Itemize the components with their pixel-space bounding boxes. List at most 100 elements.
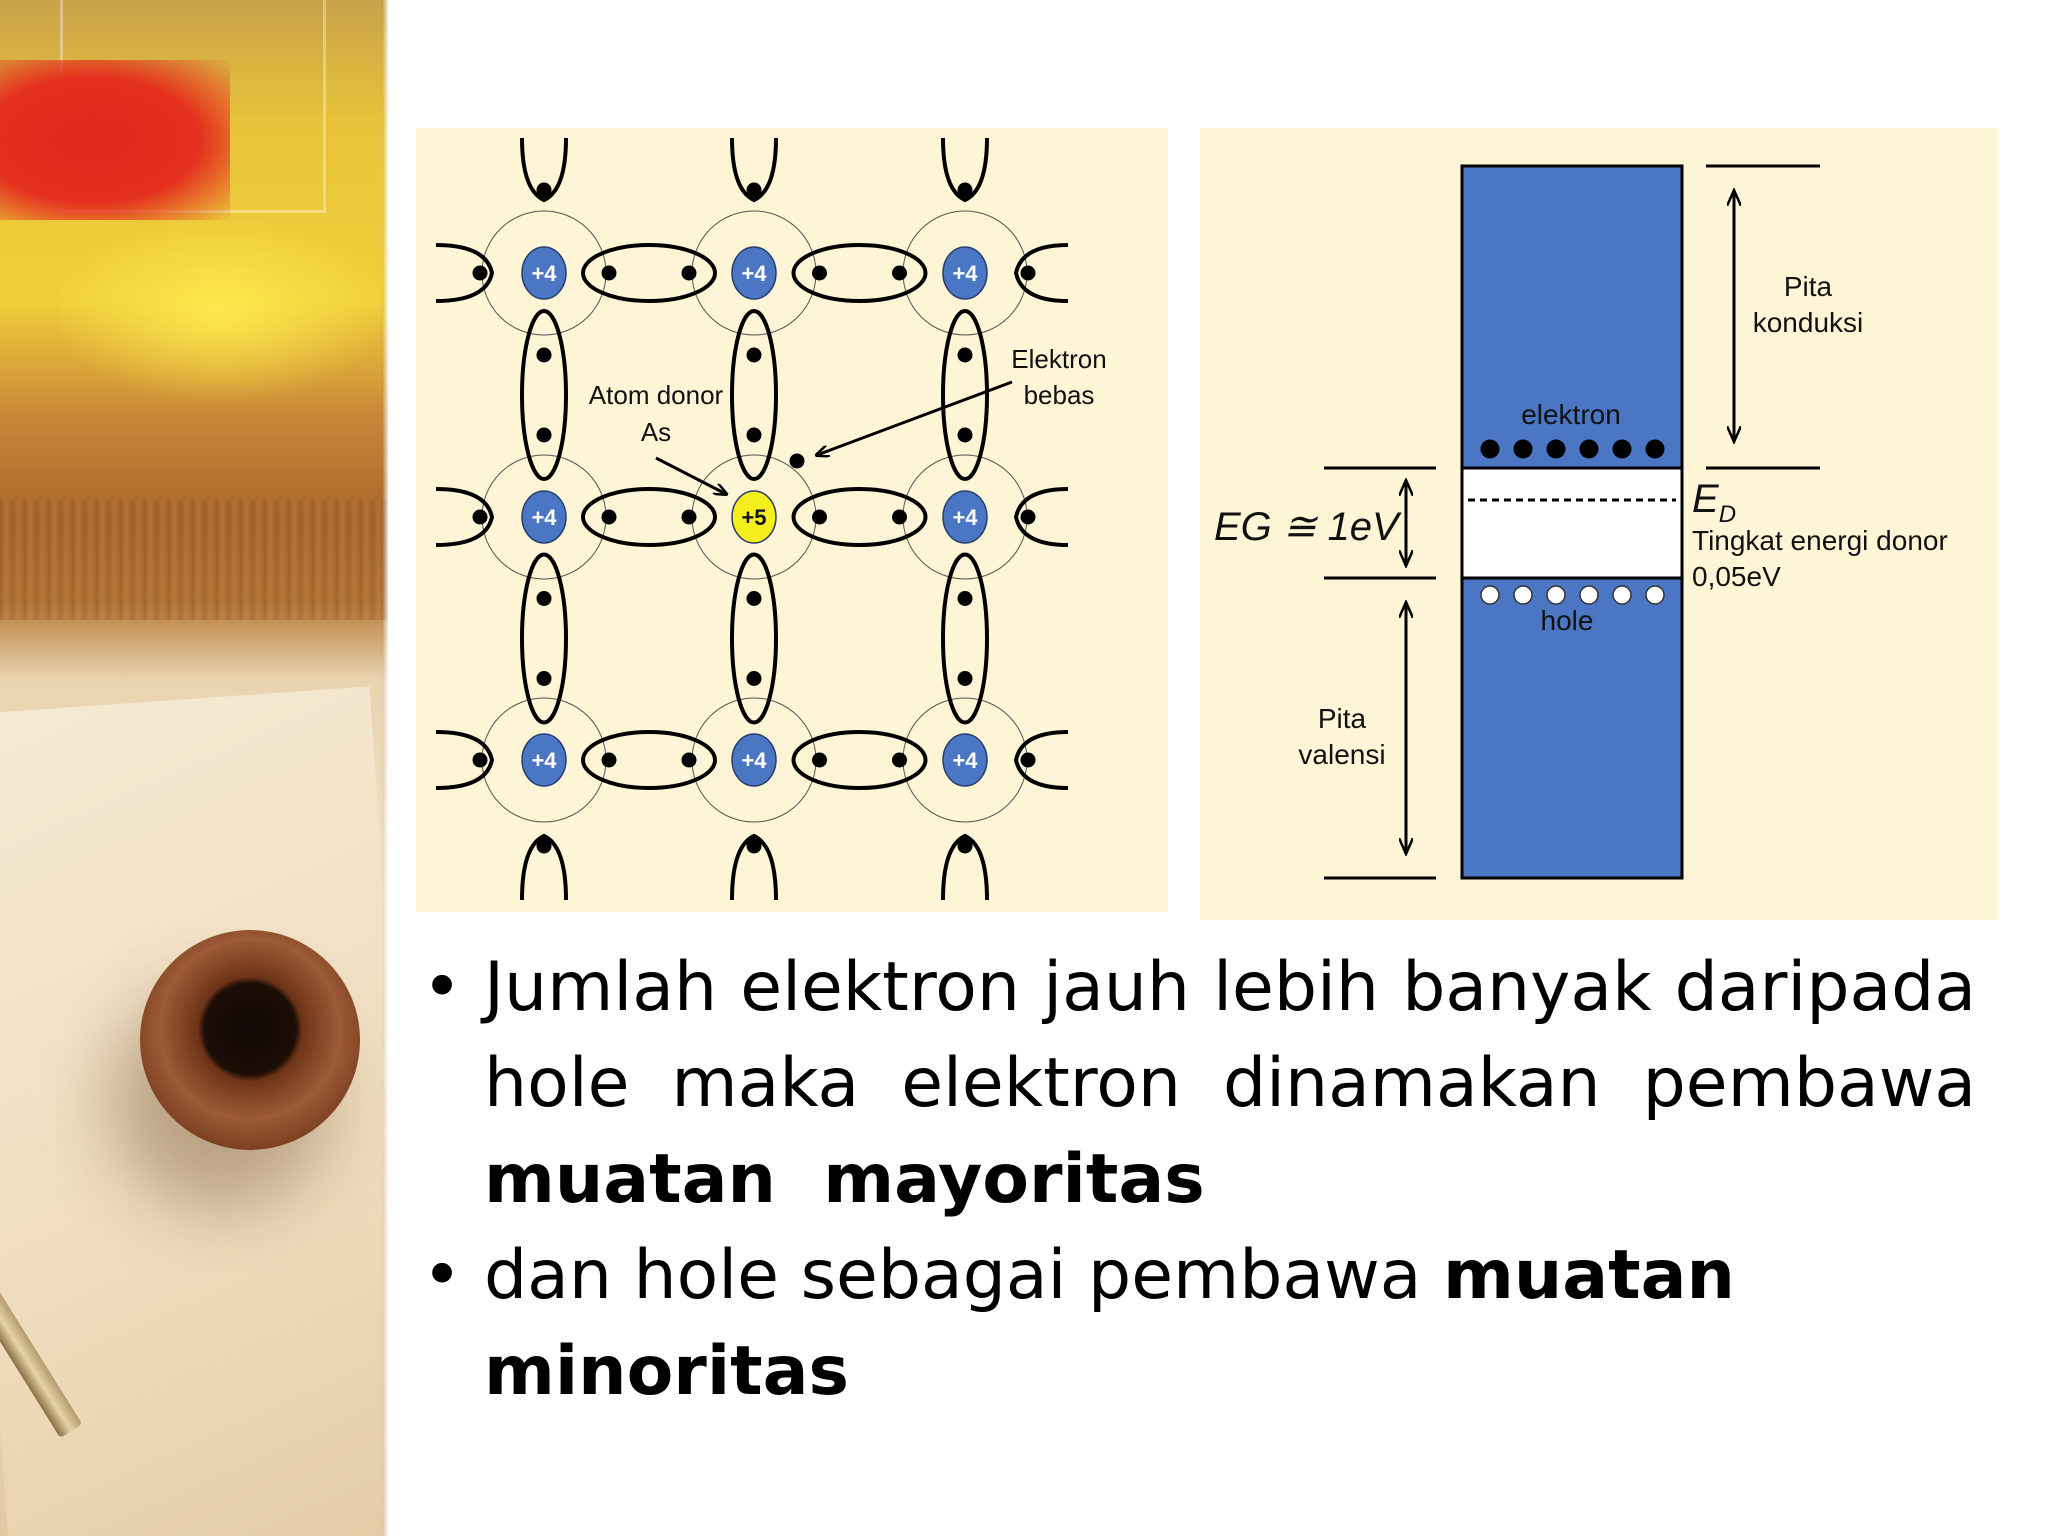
bond-electron <box>536 347 552 363</box>
bullet-text: dan hole sebagai pembawa <box>484 1236 1422 1315</box>
hole-label: hole <box>1541 605 1594 636</box>
free-electron-arrow <box>817 380 1013 455</box>
bond-electron <box>746 838 762 854</box>
band-diagram-panel: elektron hole Pita konduksi EG ≅ 1eV Pit… <box>1200 128 1998 920</box>
bond-electron <box>536 591 552 606</box>
covalent-bond <box>791 730 928 790</box>
photo-yellow-glow <box>60 220 380 400</box>
electron-label: elektron <box>1521 399 1621 430</box>
hole-dot <box>1513 585 1533 605</box>
energy-gap-label: EG ≅ 1eV <box>1214 505 1402 549</box>
silicon-atom-charge: +4 <box>531 505 557 530</box>
covalent-bond <box>941 552 989 725</box>
bond-electron <box>472 752 488 768</box>
bond-electron <box>536 182 552 198</box>
bond-electron <box>957 591 973 606</box>
silicon-atom <box>942 246 988 300</box>
covalent-bond <box>520 309 568 481</box>
bond-electron <box>681 509 697 525</box>
free-electron-label-line2: bebas <box>1024 380 1095 410</box>
covalent-bond-edge <box>730 833 778 901</box>
covalent-bond-edge <box>941 137 989 203</box>
bond-electron <box>1020 265 1036 281</box>
bullet-bold-text: muatan minoritas <box>484 1236 1735 1411</box>
donor-level-label-line1: Tingkat energi donor <box>1692 525 1948 556</box>
inkpot-image <box>140 930 360 1150</box>
free-electron-label-line1: Elektron <box>1011 344 1106 374</box>
covalent-bond-edge <box>435 730 495 790</box>
bond-electron <box>601 752 617 768</box>
bond-electron <box>746 347 762 363</box>
silicon-atom <box>521 246 567 300</box>
conduction-band <box>1460 164 1684 470</box>
covalent-bond <box>791 487 928 547</box>
bond-electron <box>746 182 762 198</box>
covalent-bond-edge <box>730 137 778 203</box>
conduction-label-line2: konduksi <box>1753 307 1864 338</box>
silicon-atom-charge: +4 <box>741 748 767 773</box>
hole-dot <box>1546 585 1566 605</box>
donor-arrow <box>655 456 726 494</box>
bullet-item-minority: • dan hole sebagai pembawa muatan minori… <box>416 1228 1976 1420</box>
silicon-atom <box>731 246 777 300</box>
bullet-text: Jumlah elektron jauh lebih banyak daripa… <box>484 948 1976 1123</box>
photo-red-patch <box>0 60 230 220</box>
bond-electron <box>746 427 762 443</box>
valence-label-line2: valensi <box>1298 739 1385 770</box>
covalent-bond <box>791 243 928 303</box>
bond-electron <box>892 265 907 281</box>
donor-atom-charge: +5 <box>741 505 766 530</box>
donor-level-symbol-letter: E <box>1692 477 1720 521</box>
covalent-bond-edge <box>520 137 568 203</box>
bond-electron <box>472 265 488 281</box>
electron-dot <box>1546 439 1566 459</box>
bond-electron <box>892 752 907 768</box>
electron-dots <box>1480 439 1665 459</box>
bullet-marker: • <box>422 1236 463 1315</box>
covalent-bond <box>730 552 778 725</box>
hole-dot <box>1480 585 1500 605</box>
bond-electron <box>746 671 762 686</box>
bond-electron <box>812 265 827 281</box>
donor-level-label-line2: 0,05eV <box>1692 561 1781 592</box>
valence-label-line1: Pita <box>1318 703 1367 734</box>
bond-electron <box>1020 752 1036 768</box>
photo-carved-band <box>0 500 388 620</box>
free-electron <box>789 453 805 469</box>
atoms-group: +4+4+4+4+5+4+4+4+4 <box>521 246 988 787</box>
energy-band-diagram: elektron hole Pita konduksi EG ≅ 1eV Pit… <box>1214 164 1948 880</box>
electron-dot <box>1645 439 1665 459</box>
covalent-bond <box>730 309 778 481</box>
donor-atom <box>731 490 777 544</box>
covalent-bond <box>520 552 568 725</box>
conduction-label-line1: Pita <box>1784 271 1833 302</box>
silicon-atom <box>942 490 988 544</box>
electron-dot <box>1612 439 1632 459</box>
bullet-marker: • <box>422 948 463 1027</box>
covalent-bond-edge <box>1013 487 1069 547</box>
hole-dot <box>1645 585 1665 605</box>
silicon-atom-charge: +4 <box>531 748 557 773</box>
electron-dot <box>1579 439 1599 459</box>
donor-atom-label-line2: As <box>641 417 671 447</box>
silicon-atom-charge: +4 <box>952 748 978 773</box>
silicon-atom <box>521 733 567 787</box>
covalent-bond-edge <box>520 833 568 901</box>
bond-electron <box>957 347 973 363</box>
bond-electron <box>536 427 552 443</box>
silicon-atom <box>731 733 777 787</box>
lattice-diagram-panel: +4+4+4+4+5+4+4+4+4 Atom donor As Elektro… <box>416 128 1168 912</box>
covalent-bond-edge <box>1013 243 1069 303</box>
covalent-bond-edge <box>1013 730 1069 790</box>
donor-level-subscript: D <box>1719 501 1736 528</box>
donor-atom-label-line1: Atom donor <box>589 380 724 410</box>
bond-electron <box>1020 509 1036 525</box>
valence-band <box>1460 576 1684 880</box>
covalent-bond-edge <box>435 243 495 303</box>
hole-dots <box>1480 585 1665 605</box>
hole-dot <box>1579 585 1599 605</box>
bullet-bold-text: muatan mayoritas <box>484 1140 1205 1219</box>
covalent-bonds <box>435 137 1069 901</box>
bond-electron <box>472 509 488 525</box>
silicon-atom-charge: +4 <box>741 261 767 286</box>
